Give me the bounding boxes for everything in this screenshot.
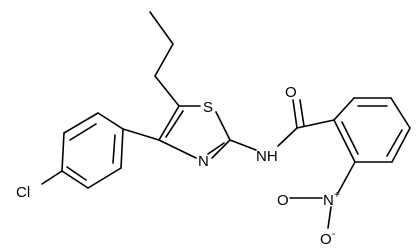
nitro-nitrogen-label: N — [323, 192, 334, 209]
thiazole-ring — [158, 105, 231, 159]
carbonyl-oxygen-label: O — [285, 84, 297, 101]
nitro-oxygen-charge: - — [332, 229, 335, 240]
chlorine-label: Cl — [16, 184, 30, 201]
atom-labels: Cl S N NH O N + O O - — [16, 84, 340, 248]
nitrophenyl-ring — [333, 97, 411, 163]
nitro-group — [289, 161, 356, 229]
amide-linkage — [229, 99, 335, 151]
chlorophenyl-ring — [61, 112, 124, 189]
propyl-chain — [149, 11, 180, 107]
sulfur-label: S — [203, 99, 213, 116]
amide-nh-label: NH — [256, 148, 278, 165]
nitro-oxygen-top-label: O — [277, 192, 289, 209]
thiazole-nitrogen-label: N — [198, 153, 209, 170]
bond-aryl-thiazole — [122, 128, 160, 141]
bond-ring-to-chlorine — [41, 170, 63, 185]
nitro-oxygen-bottom-label: O — [320, 231, 332, 248]
nitro-nitrogen-charge: + — [334, 190, 340, 201]
